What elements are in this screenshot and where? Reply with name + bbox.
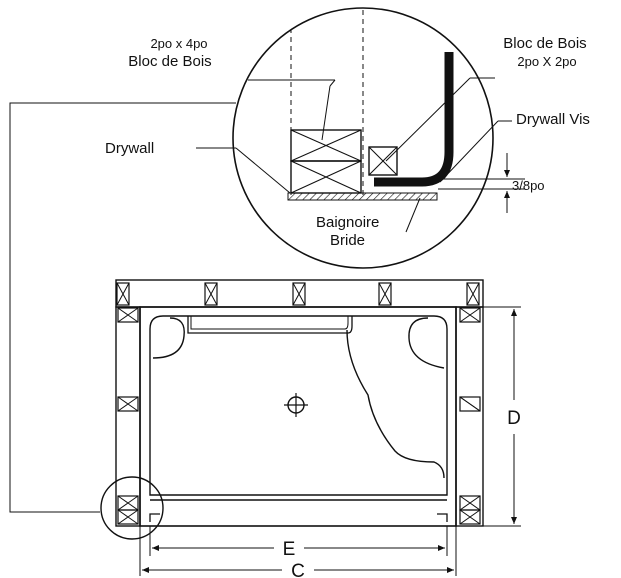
label-block-2x2-name: Bloc de Bois — [503, 35, 586, 52]
label-gap: 3/8po — [512, 178, 545, 193]
right-armrest-curve — [408, 317, 445, 369]
drywall-hatched-strip — [287, 192, 438, 201]
left-wood-blocks — [117, 307, 139, 525]
detail-connector-line — [9, 102, 236, 513]
right-lip-hook — [437, 513, 448, 522]
left-framing-column — [115, 306, 141, 527]
dimension-d — [483, 306, 521, 527]
dimension-e — [149, 526, 448, 556]
leader-screw-pointer — [439, 120, 499, 183]
leader-2x4-top — [329, 79, 336, 87]
left-lip-hook — [149, 513, 160, 522]
tub-plan-view — [100, 279, 484, 540]
backrest-slope-curve — [346, 329, 445, 479]
leader-2x2-pointer — [385, 77, 471, 162]
detail-circle — [232, 7, 494, 269]
detail-view: 2po x 4po Bloc de Bois Bloc de Bois 2po … — [105, 7, 590, 269]
label-flange-line2: Bride — [330, 232, 365, 249]
label-flange-line1: Baignoire — [316, 214, 379, 231]
left-armrest-curve — [152, 317, 185, 359]
label-block-2x4-name: Bloc de Bois — [128, 53, 211, 70]
leader-flange-pointer — [405, 197, 421, 233]
dimension-e-label: E — [283, 539, 296, 560]
label-drywall-screw: Drywall Vis — [516, 111, 590, 128]
right-framing-column — [455, 306, 484, 527]
tub-outer-rim — [139, 306, 457, 527]
top-ledge-inner — [190, 316, 349, 330]
dimension-d-label: D — [507, 408, 521, 429]
right-wood-blocks — [459, 307, 481, 525]
label-drywall: Drywall — [105, 140, 154, 157]
top-ledge-outer — [187, 316, 353, 334]
gap-dimension — [424, 153, 525, 213]
drain-icon — [284, 393, 308, 417]
label-block-2x4-size: 2po x 4po — [150, 36, 207, 51]
corner-detail-callout — [100, 476, 164, 540]
wood-block-2x4 — [290, 129, 362, 194]
wood-block-2x2 — [368, 146, 398, 176]
leader-2x4-pointer — [321, 85, 331, 141]
tub-flange-profile — [374, 52, 454, 187]
dimension-c-label: C — [291, 561, 305, 578]
dimension-c — [139, 526, 457, 576]
top-wood-blocks — [116, 282, 480, 306]
tub-basin-outline — [149, 315, 448, 496]
label-block-2x2-size: 2po X 2po — [517, 54, 576, 69]
leader-drywall-pointer — [235, 147, 291, 194]
